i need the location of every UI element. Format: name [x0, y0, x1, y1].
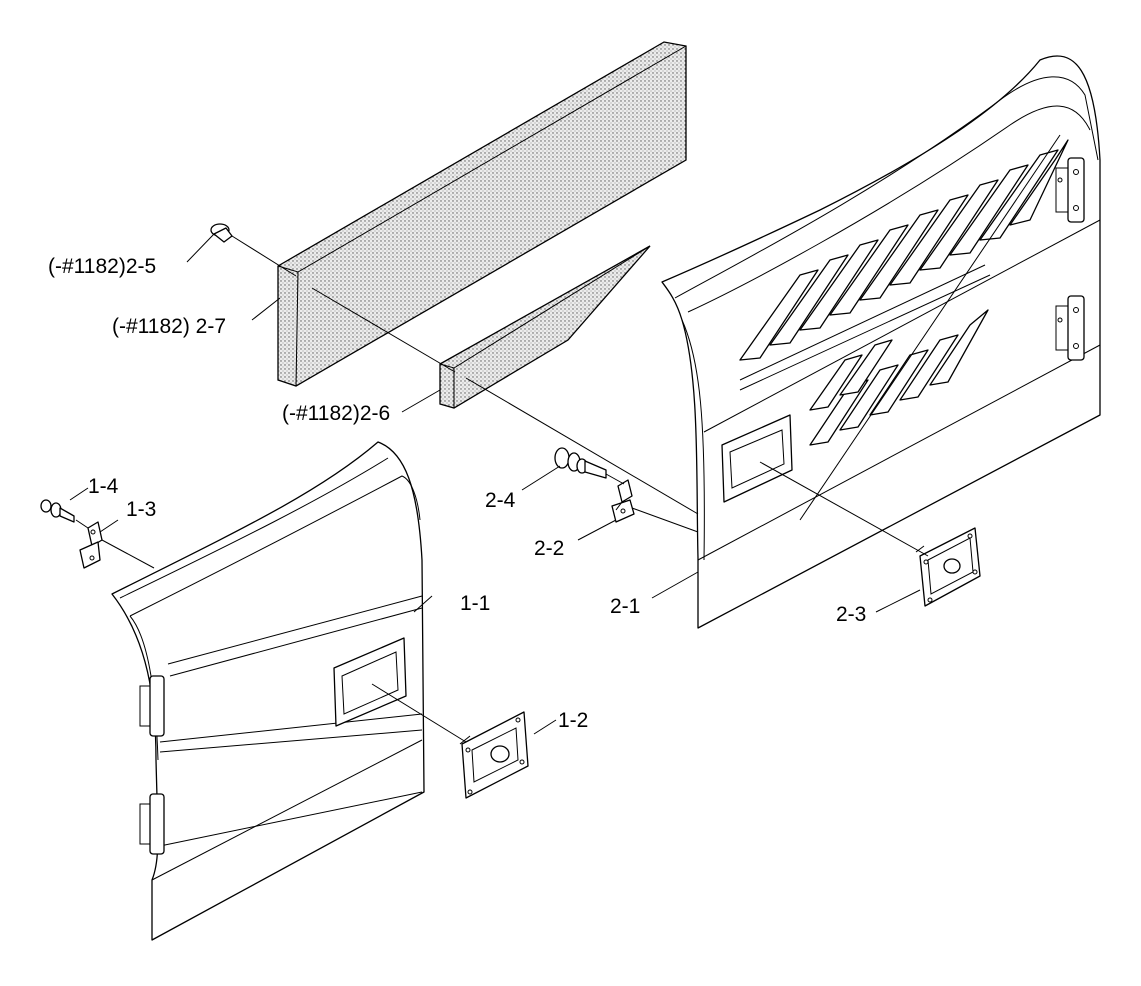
screw-1-4: [40, 499, 75, 523]
label-1-1: 1-1: [460, 592, 490, 615]
bracket-1-3: [79, 521, 103, 569]
label-1-2: 1-2: [558, 709, 588, 732]
label-2-2: 2-2: [534, 537, 564, 560]
right-door-handle-recess: [721, 414, 793, 503]
foam-panel-small: [439, 245, 651, 409]
label-2-4: 2-4: [485, 489, 516, 512]
left-door-hinge-top: [139, 675, 165, 737]
vent-slots: [739, 134, 1069, 521]
label-2-3: 2-3: [836, 603, 866, 626]
label-2-1: 2-1: [610, 595, 640, 618]
left-door-panel: [111, 441, 425, 941]
label-1-3: 1-3: [126, 498, 156, 521]
right-door-hinge-top: [1055, 157, 1085, 223]
bolt-2-4: [554, 447, 607, 479]
label-2-5: (-#1182)2-5: [48, 255, 156, 278]
label-1-4: 1-4: [88, 475, 119, 498]
push-rivet: [210, 223, 233, 243]
latch-2-3: [915, 527, 981, 607]
left-door-handle-recess: [333, 637, 407, 727]
callout-labels: (-#1182)2-5 (-#1182) 2-7 (-#1182)2-6 2-4…: [48, 255, 866, 732]
bracket-2-2: [611, 479, 635, 523]
left-door-hinge-bottom: [139, 793, 165, 855]
assembly-lines: [75, 235, 929, 743]
label-2-7: (-#1182) 2-7: [112, 315, 226, 338]
label-2-6: (-#1182)2-6: [282, 402, 390, 425]
right-door-panel: [661, 55, 1101, 629]
latch-1-2: [459, 711, 529, 799]
right-door-hinge-bottom: [1055, 295, 1085, 361]
foam-panel-large: [277, 41, 687, 387]
leader-lines: [69, 233, 921, 735]
